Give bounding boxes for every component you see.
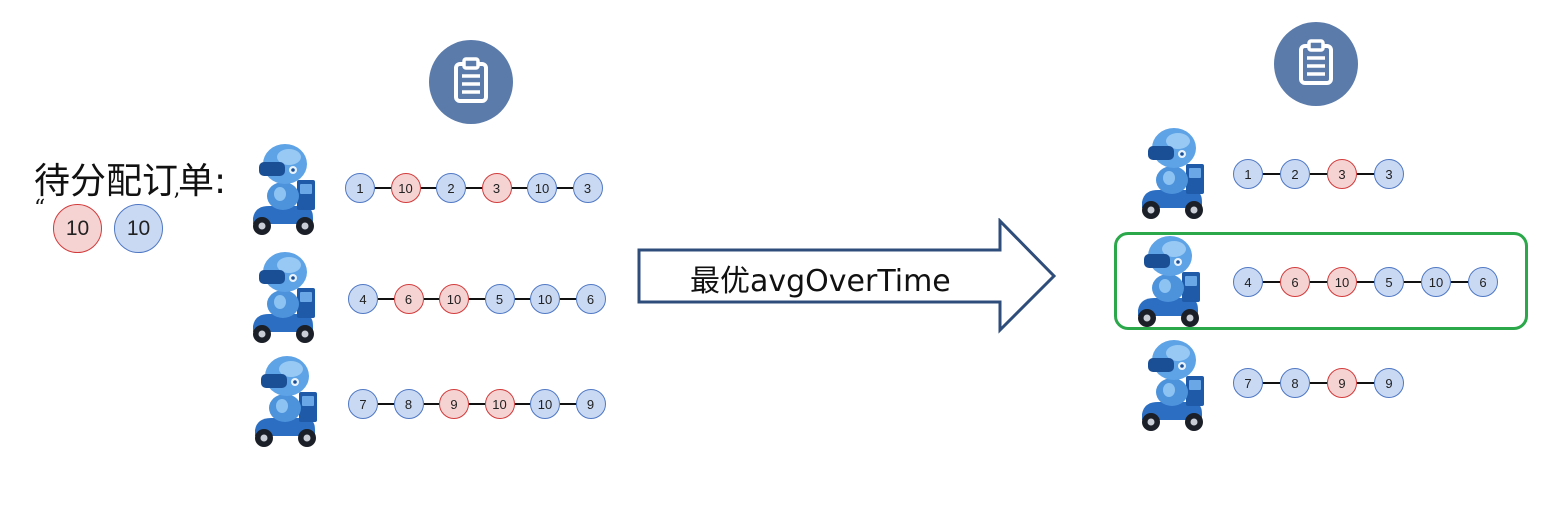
route-connector <box>378 298 394 300</box>
route-connector <box>469 298 485 300</box>
route-connector <box>420 187 436 189</box>
route-connector <box>1310 173 1327 175</box>
order-node: 1 <box>345 173 375 203</box>
delivery-robot-icon <box>1142 128 1204 219</box>
route-connector <box>1263 281 1280 283</box>
route-connector <box>560 298 576 300</box>
arrow-right-icon <box>637 218 1057 334</box>
order-node: 2 <box>436 173 466 203</box>
close-quote: ’ <box>173 190 180 215</box>
rider-left-3 <box>249 352 323 452</box>
order-node: 3 <box>1327 159 1357 189</box>
order-node: 4 <box>348 284 378 314</box>
order-node: 6 <box>393 284 424 314</box>
route-connector <box>378 403 394 405</box>
route-connector <box>469 403 485 405</box>
order-node: 3 <box>481 173 512 203</box>
order-node: 4 <box>1233 267 1263 297</box>
rider-left-1 <box>247 140 321 240</box>
clipboard-icon-left <box>429 40 513 124</box>
order-node: 8 <box>1280 368 1310 398</box>
delivery-robot-icon <box>1142 340 1204 431</box>
route-connector <box>1310 281 1327 283</box>
route-connector <box>1404 281 1421 283</box>
order-node: 6 <box>575 284 606 314</box>
open-quote: “ <box>34 196 46 221</box>
route-connector <box>560 403 576 405</box>
route-connector <box>1451 281 1468 283</box>
transition-label: 最优avgOverTime <box>690 264 951 299</box>
pending-order-node: 10 <box>114 204 163 253</box>
order-node: 10 <box>530 389 560 419</box>
route-connector <box>557 187 573 189</box>
route-connector <box>423 298 439 300</box>
route-connector <box>511 187 527 189</box>
pending-orders-label: 待分配订单: <box>34 161 227 202</box>
order-node: 10 <box>390 173 421 203</box>
rider-right-2 <box>1132 232 1206 332</box>
clipboard-icon-right <box>1274 22 1358 106</box>
route-connector <box>1357 281 1374 283</box>
order-node: 1 <box>1233 159 1263 189</box>
order-node: 3 <box>1374 159 1404 189</box>
order-node: 3 <box>572 173 603 203</box>
order-node: 2 <box>1280 159 1310 189</box>
delivery-robot-icon <box>1138 236 1200 327</box>
order-node: 8 <box>393 389 424 419</box>
order-node: 9 <box>1374 368 1404 398</box>
order-node: 7 <box>348 389 378 419</box>
route-connector <box>1310 382 1327 384</box>
route-connector <box>466 187 482 189</box>
route-connector <box>514 403 530 405</box>
order-node: 9 <box>439 389 469 419</box>
order-node: 6 <box>1468 267 1498 297</box>
transition-arrow: 最优avgOverTime <box>636 218 1060 334</box>
order-node: 7 <box>1233 368 1263 398</box>
order-node: 5 <box>1374 267 1404 297</box>
order-node: 5 <box>484 284 515 314</box>
route-connector <box>1263 382 1280 384</box>
rider-right-3 <box>1136 336 1210 436</box>
order-node: 10 <box>527 173 557 203</box>
order-node: 9 <box>575 389 606 419</box>
delivery-robot-icon <box>253 252 315 343</box>
order-node: 6 <box>1280 267 1310 297</box>
optimal-route-highlight <box>1114 232 1528 330</box>
route-connector <box>1357 173 1374 175</box>
order-node: 10 <box>530 284 560 314</box>
route-connector <box>375 187 391 189</box>
delivery-robot-icon <box>255 356 317 447</box>
route-connector <box>423 403 439 405</box>
rider-right-1 <box>1136 124 1210 224</box>
order-node: 10 <box>1327 267 1357 297</box>
pending-order-node: 10 <box>53 204 102 253</box>
route-connector <box>1263 173 1280 175</box>
order-node: 10 <box>439 284 469 314</box>
delivery-robot-icon <box>253 144 315 235</box>
route-connector <box>1357 382 1374 384</box>
order-node: 10 <box>1421 267 1451 297</box>
rider-left-2 <box>247 248 321 348</box>
route-connector <box>514 298 530 300</box>
order-node: 10 <box>484 389 515 419</box>
order-node: 9 <box>1327 368 1357 398</box>
